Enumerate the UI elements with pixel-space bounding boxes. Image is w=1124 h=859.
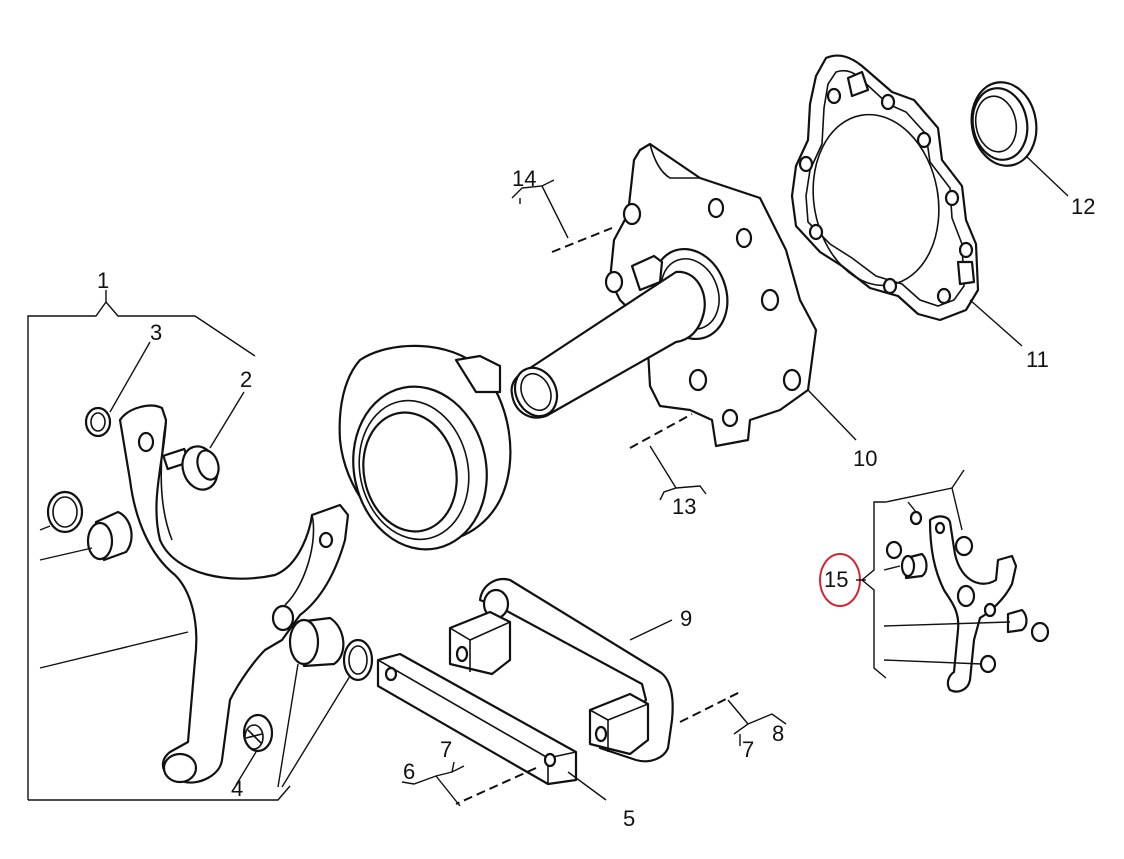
circlip-3 xyxy=(84,406,112,438)
callout-1: 1 xyxy=(97,268,109,293)
needle-roller-4 xyxy=(242,713,274,753)
callout-13: 13 xyxy=(672,494,696,519)
left-leader-lines xyxy=(39,341,351,788)
callout-8: 8 xyxy=(772,721,784,746)
callout-13-bracket xyxy=(649,445,707,501)
callout-5: 5 xyxy=(623,806,635,831)
callout-3: 3 xyxy=(150,320,162,345)
callout-11: 11 xyxy=(1026,347,1049,372)
shift-fork-lever xyxy=(118,404,350,784)
callout-7a: 7 xyxy=(440,737,452,762)
pin-7-8-dash xyxy=(679,691,787,746)
shift-rail-5 xyxy=(376,652,607,805)
shift-lever-9 xyxy=(448,577,674,763)
bushing-left xyxy=(46,490,133,562)
callout-12: 12 xyxy=(1071,194,1095,219)
bushing-center xyxy=(288,616,374,682)
callout-6: 6 xyxy=(403,759,415,784)
callout-7b: 7 xyxy=(742,737,754,762)
callout-15: 15 xyxy=(824,567,848,592)
callout-10: 10 xyxy=(853,446,877,471)
oil-seal-12 xyxy=(970,81,1069,197)
callout-4: 4 xyxy=(231,776,243,801)
callout-9: 9 xyxy=(680,606,692,631)
callout-2: 2 xyxy=(240,367,252,392)
callout-6-7-bracket xyxy=(401,761,465,807)
pin-roller-2 xyxy=(162,445,220,491)
callout-14-bracket xyxy=(511,179,569,239)
kit-15-inset xyxy=(860,469,1050,693)
guide-tube-housing-10 xyxy=(510,142,857,449)
gasket-11 xyxy=(790,54,1023,347)
assembly-1-bracket xyxy=(27,290,291,801)
release-bearing xyxy=(338,344,512,551)
callout-14: 14 xyxy=(512,166,536,191)
